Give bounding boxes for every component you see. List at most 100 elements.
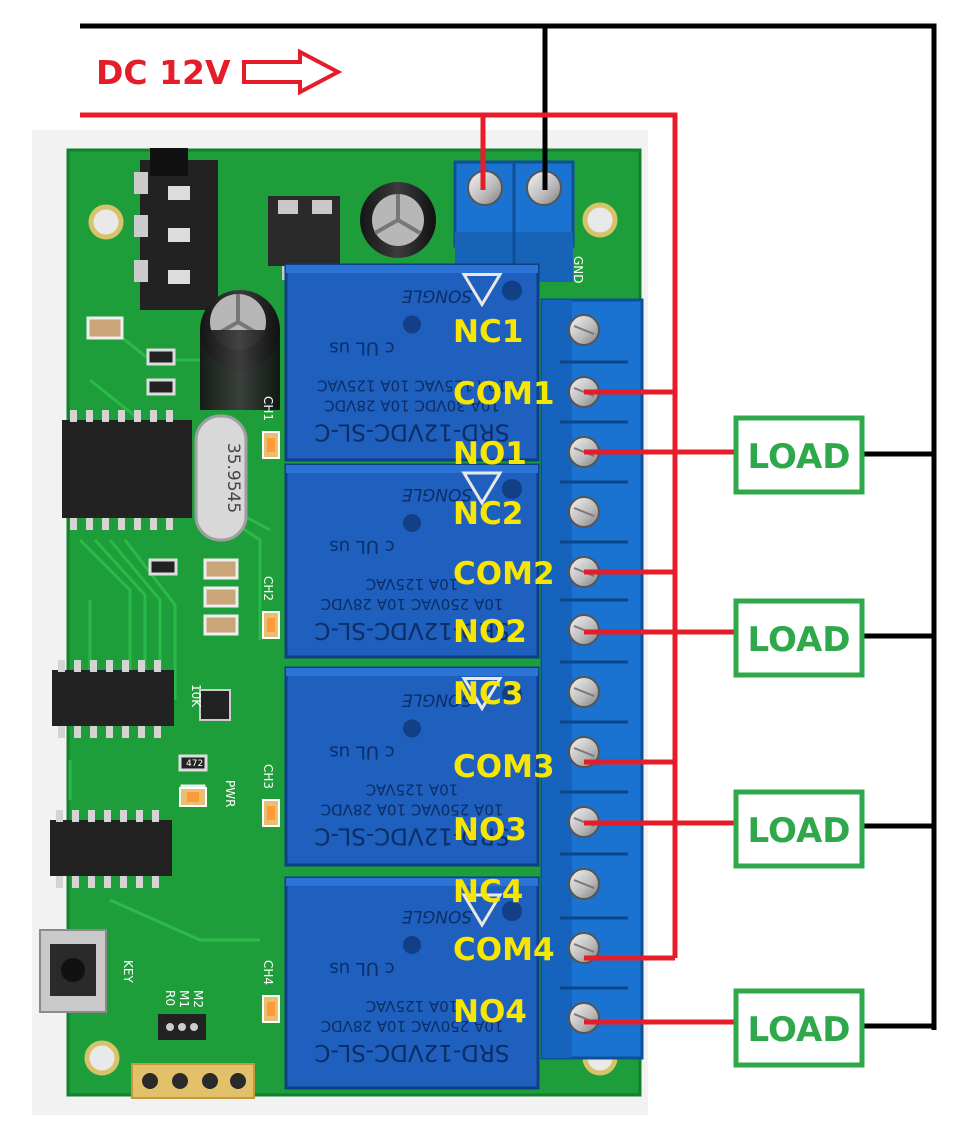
relay-body [284, 463, 540, 659]
mounting-hole [84, 1040, 120, 1076]
screw-slot [573, 687, 595, 697]
load-box-frame [733, 415, 865, 495]
screw-slot [573, 507, 595, 517]
terminal-label-nc1: NC1 [453, 314, 523, 350]
wiring [80, 23, 937, 1030]
warning-triangle-icon [461, 677, 503, 712]
relay-brand: SONGLE [402, 906, 473, 926]
relay-brand: SONGLE [402, 286, 473, 306]
relay-highlight [286, 265, 538, 273]
load-label: LOAD [748, 811, 851, 851]
terminal-label-no1: NO1 [453, 436, 527, 472]
relay-brand: SONGLE [402, 690, 473, 710]
channel-led-glow [267, 438, 275, 452]
key-button[interactable] [39, 929, 107, 1013]
channel-silk-label: CH2 [261, 576, 275, 601]
channel-led-glow [267, 1002, 275, 1016]
relay-highlight [286, 668, 538, 676]
warning-triangle-icon [461, 471, 503, 506]
mounting-hole [582, 202, 618, 238]
pin-r0-label: R0 [163, 990, 177, 1006]
warning-triangle-icon [461, 893, 503, 928]
terminal-label-com1: COM1 [453, 376, 555, 412]
pin-m1-label: M1 [177, 990, 191, 1008]
load-box-4: LOAD [733, 988, 865, 1068]
relay-rating-1: 10A 30VDC 10A 28VDC [324, 397, 500, 415]
relay-rating-2: 10A 125VAC [366, 997, 459, 1015]
relay-print: SRD-12VDC-SL-C 10A 250VAC 10A 28VDC 10A 12… [314, 677, 522, 849]
key-silk-label: KEY [121, 960, 135, 983]
crystal-label: 35.9545 [223, 443, 243, 513]
load-box-3: LOAD [733, 789, 865, 869]
screw-slot [573, 879, 595, 889]
relay-print: SRD-12VDC-SL-C 10A 250VAC 10A 28VDC 10A 12… [314, 471, 522, 643]
positive-bus-wire [80, 112, 678, 958]
ic-chip [50, 810, 172, 888]
relay-highlight [286, 878, 538, 886]
relay-2: SRD-12VDC-SL-C 10A 250VAC 10A 28VDC 10A 12… [261, 463, 540, 659]
arrow-right-icon [242, 48, 343, 96]
screw-slot [573, 325, 595, 335]
voltage-regulator [268, 196, 340, 280]
relay-model: SRD-12VDC-SL-C [314, 823, 509, 849]
terminal-label-com2: COM2 [453, 556, 555, 592]
channel-led-glow [267, 618, 275, 632]
power-label: DC 12V [96, 53, 231, 92]
header-pins [131, 1063, 255, 1099]
screw-slot [573, 943, 595, 953]
crystal-oscillator: 35.9545 [194, 414, 248, 542]
mounting-hole [88, 204, 124, 240]
relay-rating-2: 10A 125VAC [366, 575, 459, 593]
pwr-led [179, 787, 207, 807]
relay-rating-1: 10A 250VAC 10A 28VDC [321, 595, 504, 613]
relay-body [284, 263, 540, 462]
relay-dot [403, 514, 421, 532]
relay-ul-mark: c UL us [329, 338, 394, 359]
warning-triangle-icon [461, 273, 503, 308]
channel-silk-label: CH4 [261, 960, 275, 985]
ic-chip [52, 660, 174, 738]
negative-bus-wire [80, 23, 937, 1030]
resistor-code-label: 472 [186, 759, 203, 769]
output-terminal-block [540, 298, 644, 1060]
relay-dot [502, 280, 522, 301]
relay-rating-2: 10A 125VAC [366, 781, 459, 799]
relay-dot [403, 315, 421, 334]
resistor-silk-label: 10K [189, 684, 203, 708]
relay-ul-mark: c UL us [329, 536, 394, 557]
load-label: LOAD [748, 1010, 851, 1050]
terminal-label-no2: NO2 [453, 614, 527, 650]
load-box-2: LOAD [733, 598, 865, 678]
relay-dot [502, 901, 522, 921]
channel-silk-label: CH1 [261, 396, 275, 421]
load-box-frame [733, 789, 865, 869]
jumper-pins [158, 1014, 206, 1040]
terminal-block-side [542, 300, 572, 1058]
terminal-label-nc4: NC4 [453, 874, 523, 910]
relay-model: SRD-12VDC-SL-C [314, 419, 509, 445]
relay-model: SRD-12VDC-SL-C [314, 617, 509, 643]
pin-m2-label: M2 [191, 990, 205, 1008]
relay-brand: SONGLE [402, 484, 473, 504]
pwr-silk-label: PWR [223, 780, 237, 807]
relay-rating-1: 10A 250VAC 10A 28VDC [321, 801, 504, 819]
relay-body [284, 666, 540, 867]
terminal-label-no3: NO3 [453, 812, 527, 848]
relay-dot [403, 719, 421, 738]
capacitor [200, 290, 280, 410]
terminal-label-nc2: NC2 [453, 496, 523, 532]
terminal-label-no4: NO4 [453, 994, 527, 1030]
relay-print: SRD-12VDC-SL-C 10A 30VDC 10A 28VDC 10A 125… [314, 273, 522, 445]
relay-group: SRD-12VDC-SL-C 10A 30VDC 10A 28VDC 10A 125… [261, 263, 540, 1090]
load-label: LOAD [748, 620, 851, 660]
relay-rating-2: 10A 125VAC 10A 125VAC [317, 377, 507, 395]
relay-1: SRD-12VDC-SL-C 10A 30VDC 10A 28VDC 10A 125… [261, 263, 540, 462]
relay-ul-mark: c UL us [329, 958, 394, 979]
relay-dot [502, 684, 522, 705]
relay-highlight [286, 465, 538, 473]
relay-ul-mark: c UL us [329, 742, 394, 763]
